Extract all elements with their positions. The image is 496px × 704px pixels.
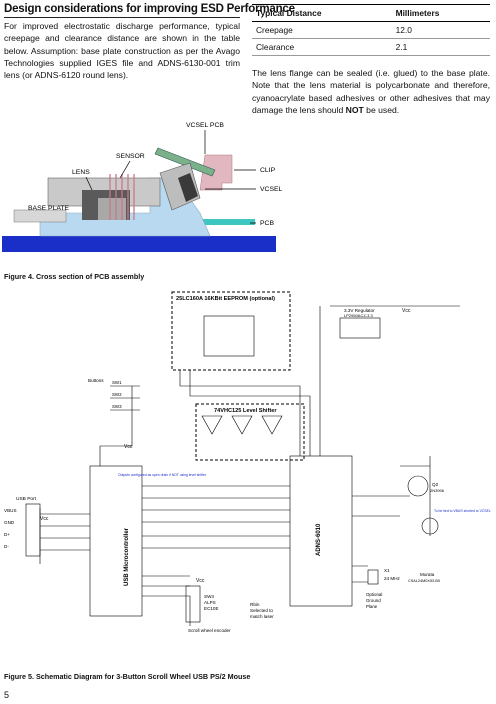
encoder-label: Scroll wheel encoder	[188, 628, 231, 633]
table-cell: 2.1	[391, 38, 490, 56]
buffer-2	[231, 415, 253, 435]
buttons-label: Buttons	[88, 378, 104, 383]
buffer-3	[261, 415, 283, 435]
label-lens: LENS	[72, 169, 90, 176]
shifter-title: 74VHC125 Level Shifter	[214, 408, 277, 414]
label-clip: CLIP	[260, 167, 276, 174]
note-configured: Outputs configured as open drain if NOT …	[118, 473, 207, 477]
figure5-caption: Figure 5. Schematic Diagram for 3-Button…	[4, 672, 251, 681]
vcsel-tube-dark	[178, 173, 198, 202]
wire-left	[39, 508, 90, 564]
wire-bus	[142, 485, 290, 549]
table-header: Millimeters	[391, 4, 490, 22]
usb-connector	[25, 503, 41, 557]
vcc-label: Vcc	[402, 308, 411, 314]
lens-paragraph: The lens flange can be sealed (i.e. glue…	[252, 67, 490, 116]
rbin-label: Rbin	[250, 602, 260, 607]
q2-label: Q2	[432, 482, 439, 487]
crystal-label: X1	[384, 568, 390, 573]
usb-pin: D+	[4, 532, 10, 537]
figure4-cross-section: VCSEL PCB SENSOR LENS CLIP VCSEL BASE PL…	[2, 122, 283, 252]
rbin-label: match laser	[250, 614, 274, 619]
figure4-caption: Figure 4. Cross section of PCB assembly	[4, 272, 145, 281]
usb-pin: VBUS	[4, 508, 17, 513]
intro-paragraph: For improved electrostatic discharge per…	[4, 21, 240, 81]
wire-switch	[99, 385, 140, 466]
label-pcb: PCB	[260, 220, 274, 227]
rbin-label: Selected to	[250, 608, 273, 613]
buffer-1	[201, 415, 223, 435]
sw4-label: EC10E	[204, 606, 219, 611]
vcc-label: Vcc	[196, 578, 205, 584]
label-sensor: SENSOR	[116, 153, 145, 160]
table-header-row: Typical Distance Millimeters	[252, 4, 490, 22]
lens-text-a: The lens flange can be sealed (i.e. glue…	[252, 68, 490, 115]
label-vcsel: VCSEL	[260, 186, 283, 193]
sensor-chip	[289, 455, 353, 607]
q2-part: 2N3906	[430, 488, 445, 493]
table-cell: Creepage	[252, 21, 392, 39]
leader-lens	[85, 176, 93, 191]
vcc-label: Vcc	[124, 444, 133, 450]
ground-plane-label: Optional	[366, 592, 382, 597]
vcsel-pcb	[154, 147, 216, 177]
regulator-title: 3.3V Regulator	[344, 308, 375, 313]
murata-label: Murata	[420, 572, 435, 577]
label-vcsel-pcb: VCSEL PCB	[186, 122, 224, 129]
vcc-label: Vcc	[40, 516, 49, 522]
shifter-box	[195, 403, 305, 461]
eeprom-chip	[203, 315, 255, 357]
regulator-part: LP2950ACZ-3.3	[344, 313, 373, 318]
mcu-chip	[89, 465, 143, 617]
transistor-q2	[407, 475, 429, 497]
table-cell: Clearance	[252, 38, 392, 56]
pin-leads	[109, 174, 135, 220]
eeprom-title: 25LC160A 16KBit EEPROM (optional)	[176, 296, 275, 302]
lens-text-not: NOT	[345, 104, 364, 115]
sw4-label: ALPS	[204, 600, 216, 605]
clip-part	[199, 154, 233, 191]
wire-top	[179, 305, 460, 456]
distance-table: Typical Distance Millimeters Creepage 12…	[252, 4, 490, 56]
sw4-label: SW4	[204, 594, 214, 599]
figure5-schematic: 25LC160A 16KBit EEPROM (optional) 74VHC1…	[4, 291, 491, 633]
ground-plane-label: Plane	[366, 604, 378, 609]
wire-right	[352, 456, 431, 583]
section-heading: Design considerations for improving ESD …	[4, 3, 295, 15]
table-row: Creepage 12.0	[252, 21, 490, 39]
leader-sensor	[119, 160, 131, 179]
sensor-label: ADNS-6010	[316, 523, 322, 556]
murata-label: CSAL24M0X53-B0	[408, 579, 440, 583]
crystal-label: 24 MHz	[384, 576, 401, 581]
base-plate	[13, 209, 67, 223]
label-base-plate: BASE PLATE	[28, 205, 70, 212]
mcu-label: USB Microcontroller	[124, 527, 130, 586]
crystal	[367, 569, 379, 585]
regulator-chip	[339, 317, 381, 339]
wire-encoder	[142, 575, 191, 626]
table-row: Clearance 2.1	[252, 38, 490, 56]
switch-label: SW2	[112, 392, 122, 397]
transistor-q1	[421, 517, 439, 535]
encoder-switch	[185, 585, 201, 623]
page-number: 5	[4, 690, 10, 700]
heading-rule	[4, 17, 240, 18]
base-blue-bar	[2, 236, 276, 252]
ground-plane-label: Ground	[366, 598, 381, 603]
table-cell: 12.0	[391, 21, 490, 39]
usb-pin: GND	[4, 520, 15, 525]
usb-port-label: USB Port	[16, 496, 37, 502]
table-header: Typical Distance	[252, 4, 392, 22]
lens-text-b: be used.	[363, 104, 400, 115]
note-laser: To be tied to VBUS shorted to VCSEL	[434, 509, 491, 513]
sensor-inner	[98, 198, 126, 220]
switch-label: SW1	[112, 380, 122, 385]
eeprom-box	[171, 291, 291, 371]
usb-pin: D-	[4, 544, 9, 549]
switch-label: SW3	[112, 404, 122, 409]
